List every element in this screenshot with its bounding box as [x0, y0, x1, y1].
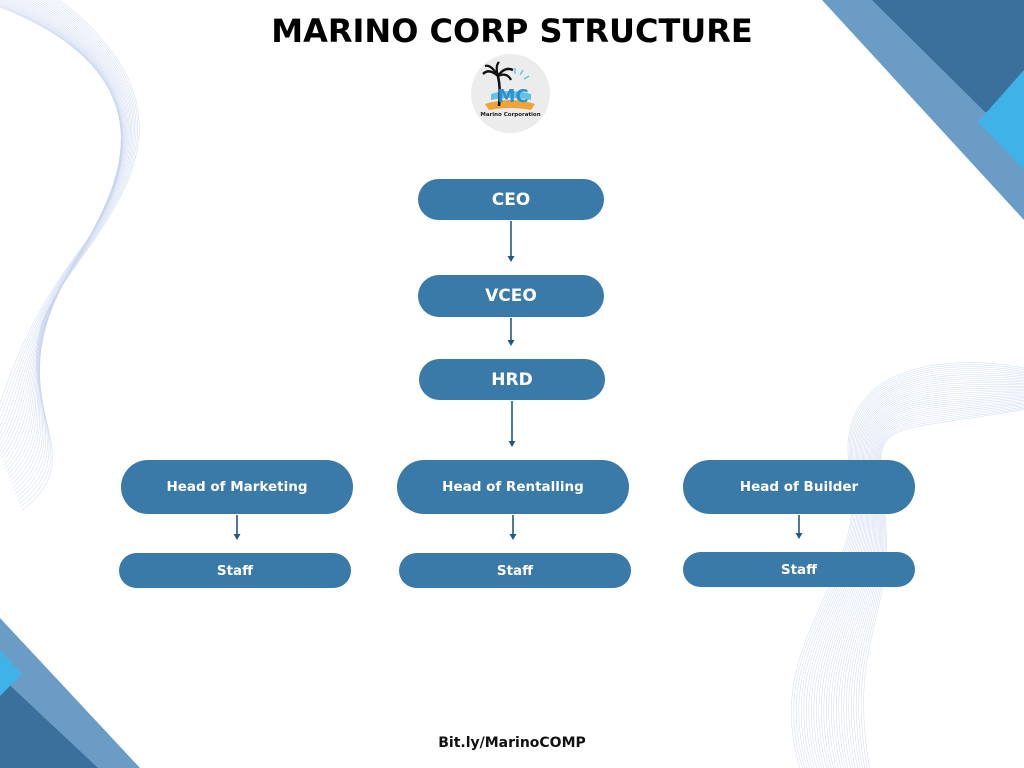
corner-triangle-top-right — [822, 0, 1024, 220]
connector-ceo-to-vceo — [507, 221, 515, 262]
connector-vceo-to-hrd — [507, 318, 515, 346]
org-node-hrd: HRD — [419, 359, 605, 400]
org-node-vceo: VCEO — [418, 275, 604, 317]
logo-caption: Marino Corporation — [480, 112, 541, 118]
org-node-ceo: CEO — [418, 179, 604, 220]
org-node-head-of-rentalling: Head of Rentalling — [397, 460, 629, 514]
org-node-staff-builder: Staff — [683, 552, 915, 587]
company-logo: MC Marino Corporation — [471, 54, 550, 133]
logo-monogram: MC — [497, 86, 528, 107]
connector-hrd-to-head_rentalling — [508, 401, 516, 447]
org-node-staff-rentalling: Staff — [399, 553, 631, 588]
footer-link-text: Bit.ly/MarinoCOMP — [438, 735, 586, 751]
org-node-head-of-builder: Head of Builder — [683, 460, 915, 514]
page-title: MARINO CORP STRUCTURE — [271, 12, 753, 50]
connector-head_marketing-to-staff_marketing — [233, 515, 241, 540]
corner-triangle-bottom-left — [0, 618, 140, 768]
org-node-staff-marketing: Staff — [119, 553, 351, 588]
org-node-head-of-marketing: Head of Marketing — [121, 460, 353, 514]
connector-head_rentalling-to-staff_rentalling — [509, 515, 517, 540]
wave-pattern-left — [0, 0, 140, 511]
palm-tree-icon: MC — [482, 61, 535, 110]
connector-head_builder-to-staff_builder — [795, 515, 803, 539]
